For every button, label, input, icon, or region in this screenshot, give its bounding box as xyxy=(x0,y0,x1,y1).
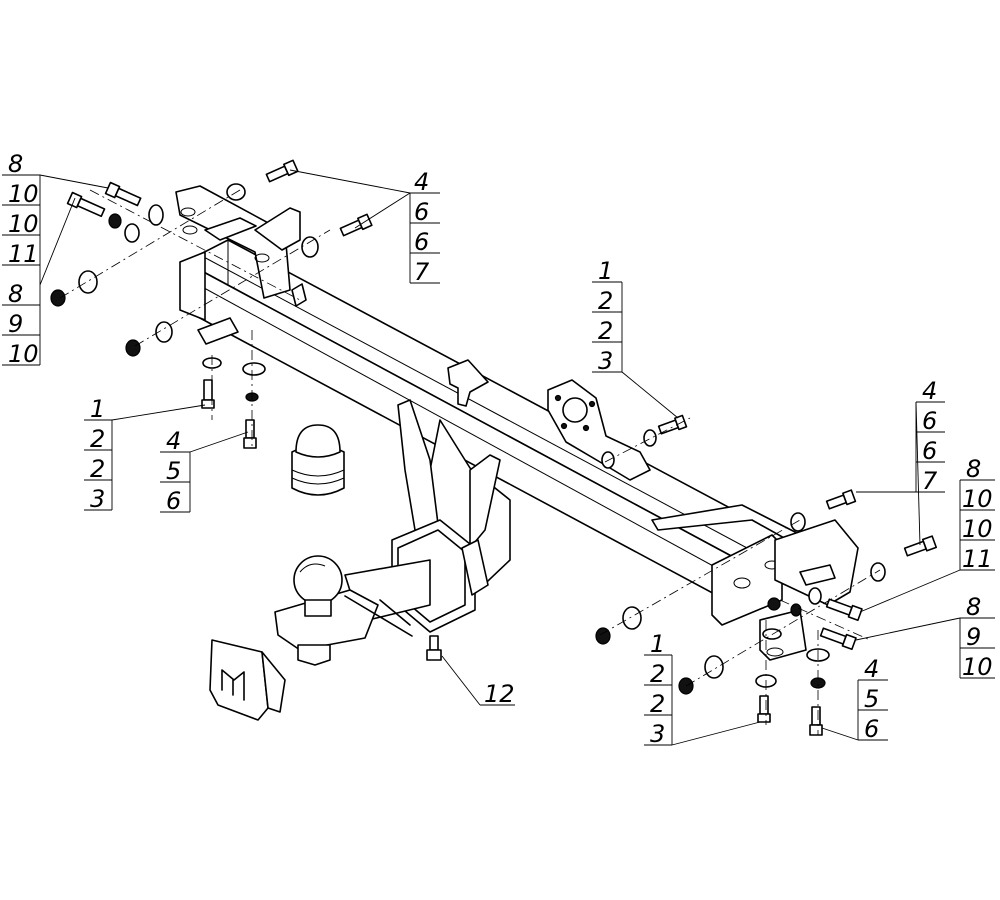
callout-label: 8 xyxy=(966,455,981,483)
callout-label: 5 xyxy=(864,685,879,713)
callout-label: 6 xyxy=(864,715,879,743)
callout-label: 4 xyxy=(864,655,879,683)
callout-label: 1 xyxy=(650,630,665,658)
callout-label: 4 xyxy=(922,377,937,405)
callout-label: 8 xyxy=(8,280,23,308)
left-mounting-bracket xyxy=(175,185,307,345)
callout-leaders xyxy=(2,169,995,746)
callout-label: 7 xyxy=(922,467,938,495)
callout-label: 11 xyxy=(8,240,39,268)
callout-labels: 8 10 10 11 8 9 10 4 6 6 7 1 2 2 3 1 2 2 … xyxy=(8,150,993,748)
callout-label: 12 xyxy=(484,680,515,708)
callout-label: 10 xyxy=(8,210,39,238)
callout-label: 6 xyxy=(922,437,937,465)
fasteners xyxy=(50,159,938,736)
callout-label: 10 xyxy=(962,515,993,543)
callout-label: 2 xyxy=(90,455,105,483)
callout-label: 8 xyxy=(8,150,23,178)
callout-label: 11 xyxy=(962,545,993,573)
callout-label: 2 xyxy=(90,425,105,453)
callout-label: 1 xyxy=(90,395,105,423)
callout-label: 6 xyxy=(166,487,181,515)
callout-label: 6 xyxy=(414,198,429,226)
callout-label: 2 xyxy=(650,690,665,718)
callout-label: 6 xyxy=(414,228,429,256)
callout-label: 3 xyxy=(650,720,665,748)
right-mounting-bracket xyxy=(651,504,859,661)
callout-label: 10 xyxy=(962,485,993,513)
callout-label: 3 xyxy=(598,347,613,375)
callout-label: 4 xyxy=(166,427,181,455)
crossbar-beam xyxy=(184,239,791,613)
callout-label: 9 xyxy=(966,623,981,651)
wiring-socket-bracket xyxy=(547,379,651,481)
callout-label: 2 xyxy=(598,317,613,345)
ball-mount xyxy=(274,555,431,666)
logo-plate xyxy=(209,639,286,721)
callout-label: 9 xyxy=(8,310,23,338)
callout-label: 10 xyxy=(8,180,39,208)
callout-label: 2 xyxy=(598,287,613,315)
callout-label: 1 xyxy=(598,257,613,285)
callout-label: 2 xyxy=(650,660,665,688)
axis-lines xyxy=(59,189,881,735)
callout-label: 4 xyxy=(414,168,429,196)
callout-label: 7 xyxy=(414,258,430,286)
tow-ball-cap xyxy=(291,424,345,496)
callout-label: 8 xyxy=(966,593,981,621)
callout-label: 3 xyxy=(90,485,105,513)
callout-label: 10 xyxy=(962,653,993,681)
callout-label: 10 xyxy=(8,340,39,368)
callout-label: 6 xyxy=(922,407,937,435)
callout-label: 5 xyxy=(166,457,181,485)
